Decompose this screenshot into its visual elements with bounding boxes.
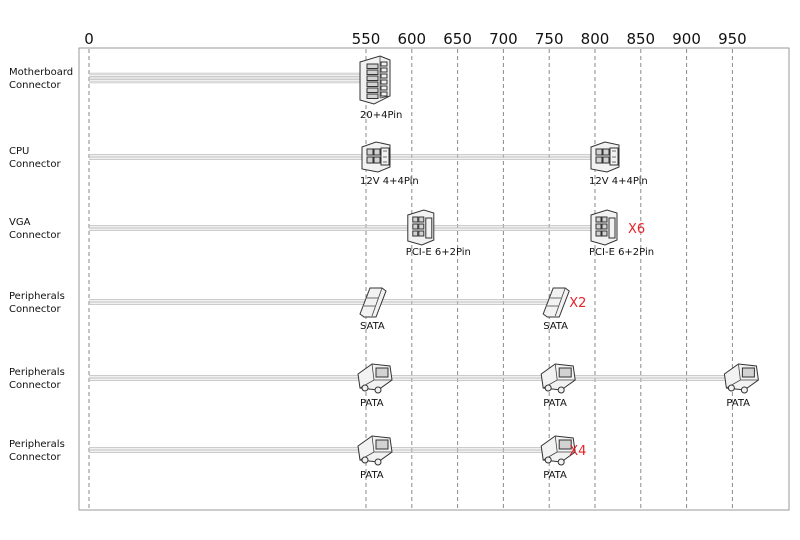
connector-label: PATA <box>726 398 750 409</box>
connector-label: PATA <box>360 398 384 409</box>
pata-connector-icon <box>540 363 576 394</box>
scale-tick-550: 550 <box>352 30 381 48</box>
scale-tick-650: 650 <box>443 30 472 48</box>
connector-label: 20+4Pin <box>360 110 402 121</box>
pcie-connector-icon <box>590 209 618 246</box>
wire-bundle <box>89 299 550 305</box>
sata-connector-icon <box>542 287 570 318</box>
connector-label: PATA <box>360 470 384 481</box>
scale-tick-0: 0 <box>84 30 94 48</box>
eps-connector-icon <box>361 141 391 173</box>
scale-tick-950: 950 <box>718 30 747 48</box>
connector-label: PCI-E 6+2Pin <box>589 247 654 258</box>
connector-label: PCI-E 6+2Pin <box>406 247 471 258</box>
quantity-multiplier: X4 <box>569 444 586 459</box>
scale-tick-600: 600 <box>397 30 426 48</box>
scale-tick-900: 900 <box>672 30 701 48</box>
row-label-line: CPU <box>9 146 29 157</box>
connector-label: 12V 4+4Pin <box>589 176 648 187</box>
sata-connector-icon <box>359 287 387 318</box>
quantity-multiplier: X6 <box>628 222 645 237</box>
connector-label: SATA <box>360 321 385 332</box>
connector-label: PATA <box>543 398 567 409</box>
pcie-connector-icon <box>407 209 435 246</box>
pata-connector-icon <box>357 435 393 466</box>
wire-bundle <box>89 154 595 160</box>
connector-label: SATA <box>543 321 568 332</box>
pata-connector-icon <box>540 435 576 466</box>
row-label-line: Connector <box>9 80 61 91</box>
row-label-line: Connector <box>9 159 61 170</box>
scale-tick-750: 750 <box>535 30 564 48</box>
wire-bundle <box>89 72 366 84</box>
wire-bundle <box>89 375 733 381</box>
row-labels: MotherboardConnectorCPUConnectorVGAConne… <box>9 67 645 463</box>
pata-connector-icon <box>723 363 759 394</box>
atx-connector-icon <box>359 55 391 105</box>
connector-label: 12V 4+4Pin <box>360 176 419 187</box>
eps-connector-icon <box>590 141 620 173</box>
scale-tick-800: 800 <box>581 30 610 48</box>
scale-tick-850: 850 <box>626 30 655 48</box>
row-label-line: Peripherals <box>9 439 65 450</box>
connector-label: PATA <box>543 470 567 481</box>
row-label-line: Peripherals <box>9 367 65 378</box>
wire-bundle <box>89 447 550 453</box>
row-label-line: VGA <box>9 217 31 228</box>
length-scale: 0 550 600 650 700 750 800 850 900 950 <box>84 30 746 48</box>
row-label-line: Connector <box>9 304 61 315</box>
pata-connector-icon <box>357 363 393 394</box>
diagram-frame <box>78 47 790 511</box>
scale-tick-700: 700 <box>489 30 518 48</box>
wire-bundle <box>89 225 595 231</box>
quantity-multiplier: X2 <box>569 296 586 311</box>
row-label-line: Peripherals <box>9 291 65 302</box>
cable-wires <box>89 72 733 453</box>
row-label-line: Connector <box>9 380 61 391</box>
row-label-line: Connector <box>9 452 61 463</box>
row-label-line: Motherboard <box>9 67 73 78</box>
grid-lines <box>88 49 733 509</box>
row-label-line: Connector <box>9 230 61 241</box>
